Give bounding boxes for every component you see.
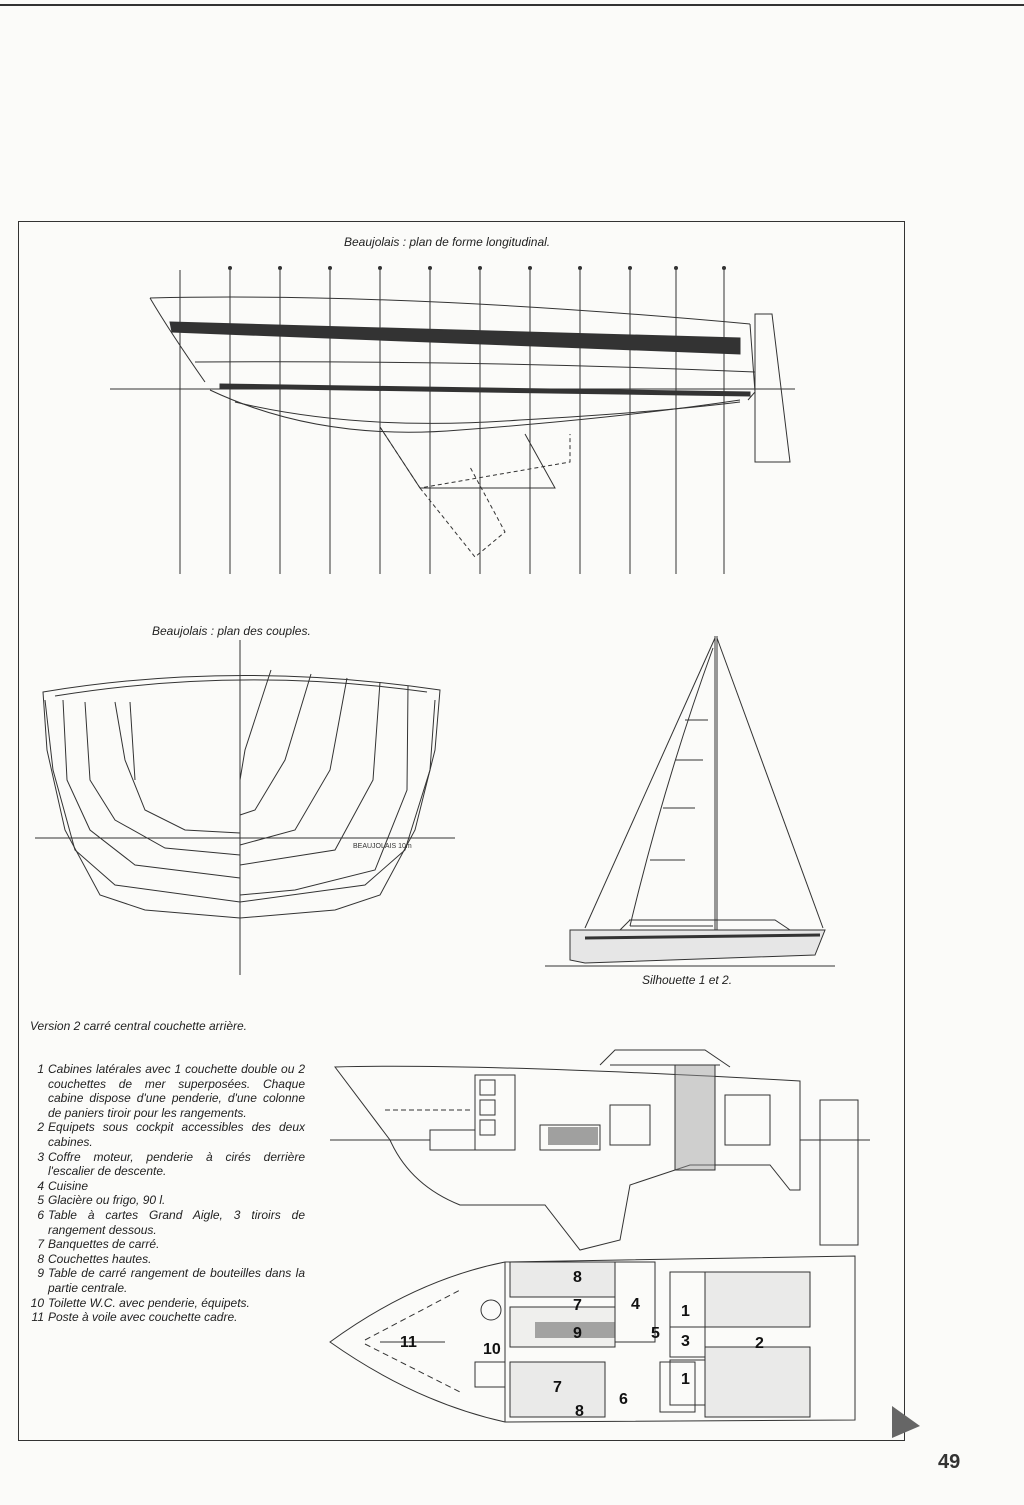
plan-label-8b: 8 <box>575 1403 584 1420</box>
plan-label-3: 3 <box>681 1333 690 1350</box>
silhouette-drawing <box>545 636 835 967</box>
version-caption: Version 2 carré central couchette arrièr… <box>30 1019 247 1033</box>
plan-label-1a: 1 <box>681 1303 690 1320</box>
plan-label-8a: 8 <box>573 1269 582 1286</box>
svg-text:BEAUJOLAIS 10m: BEAUJOLAIS 10m <box>353 843 412 850</box>
body-plan-drawing: BEAUJOLAIS 10m <box>35 640 455 975</box>
plan-label-5: 5 <box>651 1325 660 1342</box>
accommodation-plan-drawing: 8 7 4 1 9 5 3 2 10 11 7 1 6 8 <box>329 1255 856 1423</box>
plan-label-10: 10 <box>483 1341 501 1358</box>
page-number: 49 <box>938 1451 961 1473</box>
silhouette-caption: Silhouette 1 et 2. <box>642 973 733 987</box>
plan-label-2: 2 <box>755 1335 764 1352</box>
longitudinal-hull-drawing <box>110 266 795 574</box>
plan-label-1b: 1 <box>681 1371 690 1388</box>
plan-label-6: 6 <box>619 1391 628 1408</box>
longitudinal-plan-caption: Beaujolais : plan de forme longitudinal. <box>344 235 551 249</box>
page-turn-arrow-icon <box>892 1406 920 1438</box>
plan-label-9: 9 <box>573 1325 582 1342</box>
interior-profile-drawing <box>330 1049 870 1251</box>
page-top-rule <box>0 4 1024 6</box>
frames-plan-caption: Beaujolais : plan des couples. <box>152 624 311 638</box>
plan-label-4: 4 <box>631 1296 640 1313</box>
plan-label-7a: 7 <box>573 1297 582 1314</box>
plan-label-7b: 7 <box>553 1379 562 1396</box>
plan-label-11: 11 <box>400 1334 417 1351</box>
figure-frame <box>18 221 905 1441</box>
